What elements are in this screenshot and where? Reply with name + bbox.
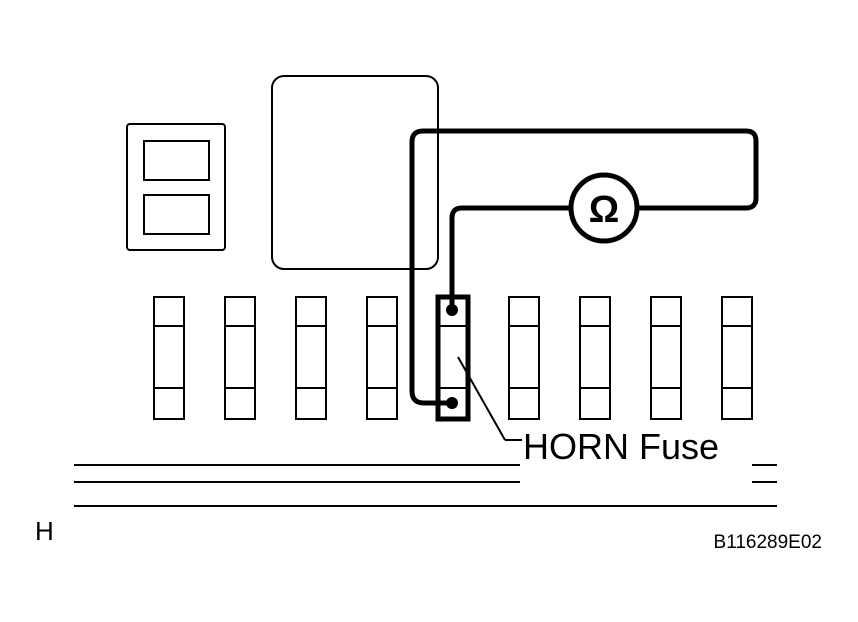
- fuse-row: [153, 294, 753, 422]
- test-lead-upper: [449, 205, 571, 310]
- bus-lines: [74, 464, 777, 507]
- large-relay-block: [271, 75, 439, 270]
- test-lead-outer: [409, 128, 759, 406]
- fuse: [153, 296, 185, 420]
- leader-line: [457, 356, 506, 441]
- ohmmeter-circuit: Ω: [409, 128, 759, 409]
- relay-window-top: [143, 140, 210, 181]
- relay-block: [126, 123, 226, 251]
- fuse: [650, 296, 682, 420]
- fuse: [224, 296, 256, 420]
- corner-letter: H: [35, 516, 54, 546]
- fuse: [579, 296, 611, 420]
- probe-point-bottom: [446, 397, 458, 409]
- relay-window-bottom: [143, 194, 210, 235]
- figure-code: B116289E02: [714, 532, 822, 553]
- horn-fuse-label: HORN Fuse: [523, 426, 719, 467]
- ohm-symbol: Ω: [589, 189, 619, 231]
- fuse: [721, 296, 753, 420]
- probe-point-top: [446, 304, 458, 316]
- fuse: [508, 296, 540, 420]
- fuse: [295, 296, 327, 420]
- ohmmeter-icon: [568, 172, 640, 244]
- fuse: [366, 296, 398, 420]
